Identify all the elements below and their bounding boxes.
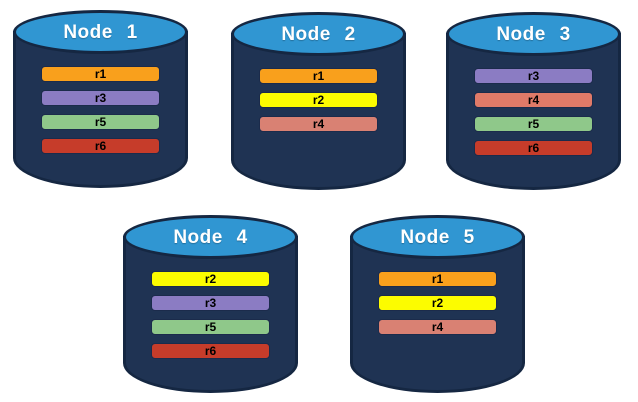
node-title: Node 1 [63, 21, 138, 43]
cylinder-body [350, 236, 525, 393]
cylinder-top: Node 3 [446, 12, 621, 56]
replica-r3-bar: r3 [151, 295, 270, 311]
replica-r4-bar: r4 [378, 319, 497, 335]
replica-r6-bar: r6 [151, 343, 270, 359]
replica-r6-bar: r6 [474, 140, 593, 156]
cylinder-body [231, 33, 406, 190]
replica-r5-bar: r5 [151, 319, 270, 335]
replica-list: r3 r4 r5 r6 [474, 68, 593, 156]
replica-r3-bar: r3 [474, 68, 593, 84]
replica-r2-bar: r2 [151, 271, 270, 287]
replica-r6-bar: r6 [41, 138, 160, 154]
replica-r4-bar: r4 [259, 116, 378, 132]
replica-r5-bar: r5 [474, 116, 593, 132]
database-node-1: Node 1 r1 r3 r5 r6 [13, 10, 188, 188]
database-node-5: Node 5 r1 r2 r4 [350, 215, 525, 393]
replica-r1-bar: r1 [41, 66, 160, 82]
cylinder-top: Node 5 [350, 215, 525, 259]
cylinder-body [446, 33, 621, 190]
replica-r5-bar: r5 [41, 114, 160, 130]
replica-r1-bar: r1 [378, 271, 497, 287]
database-node-3: Node 3 r3 r4 r5 r6 [446, 12, 621, 190]
cylinder-top: Node 2 [231, 12, 406, 56]
replica-r1-bar: r1 [259, 68, 378, 84]
node-title: Node 2 [281, 23, 356, 45]
node-title: Node 5 [400, 226, 475, 248]
replica-r4-bar: r4 [474, 92, 593, 108]
replica-list: r2 r3 r5 r6 [151, 271, 270, 359]
cylinder-body [123, 236, 298, 393]
replica-r2-bar: r2 [259, 92, 378, 108]
replica-list: r1 r2 r4 [259, 68, 378, 132]
replica-r3-bar: r3 [41, 90, 160, 106]
cylinder-top: Node 4 [123, 215, 298, 259]
database-node-4: Node 4 r2 r3 r5 r6 [123, 215, 298, 393]
replica-r2-bar: r2 [378, 295, 497, 311]
cylinder-top: Node 1 [13, 10, 188, 54]
node-title: Node 3 [496, 23, 571, 45]
replica-list: r1 r3 r5 r6 [41, 66, 160, 154]
node-title: Node 4 [173, 226, 248, 248]
database-node-2: Node 2 r1 r2 r4 [231, 12, 406, 190]
replica-list: r1 r2 r4 [378, 271, 497, 335]
